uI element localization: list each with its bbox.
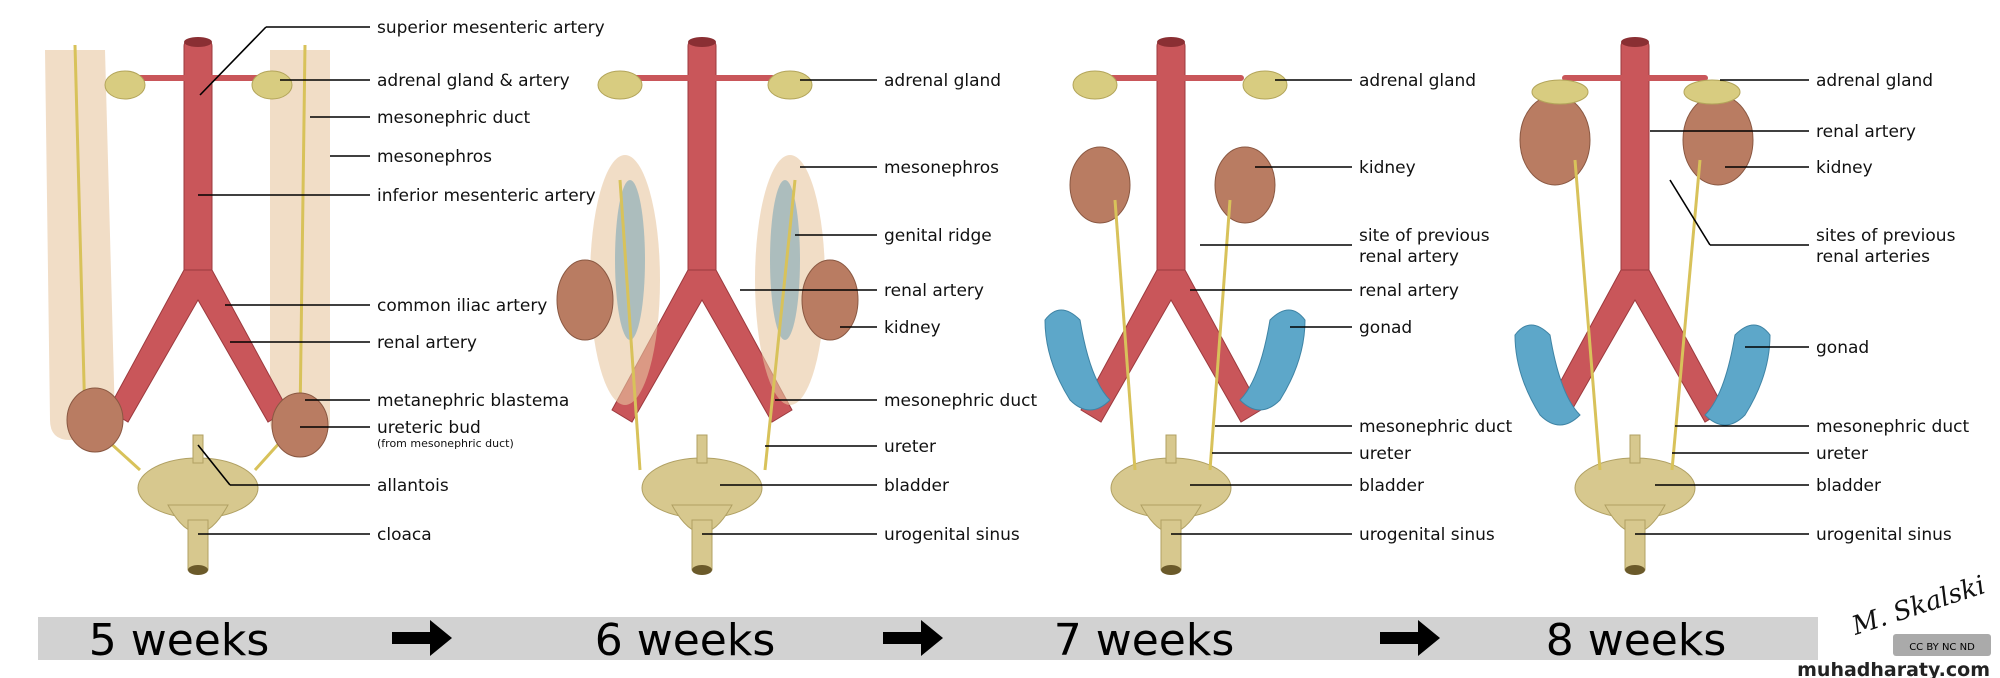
week-label: 8 weeks (1546, 615, 1727, 666)
label: metanephric blastema (377, 391, 569, 411)
label: ureter (1816, 444, 1868, 464)
label: adrenal gland (1816, 71, 1933, 91)
label: superior mesenteric artery (377, 18, 605, 38)
right-arrow-icon (392, 620, 452, 656)
labels-5-weeks: superior mesenteric artery adrenal gland… (377, 18, 605, 545)
label: ureter (884, 437, 936, 457)
site-watermark: muhadharaty.com (1797, 659, 1990, 678)
label: mesonephric duct (1359, 417, 1512, 437)
label: bladder (1816, 476, 1881, 496)
labels-6-weeks: adrenal gland mesonephros genital ridge … (884, 71, 1037, 545)
week-label: 7 weeks (1054, 615, 1235, 666)
label: gonad (1359, 318, 1412, 338)
label: ureter (1359, 444, 1411, 464)
label: gonad (1816, 338, 1869, 358)
label: genital ridge (884, 226, 992, 246)
leader-lines (197, 26, 1809, 535)
label: kidney (1816, 158, 1873, 178)
panel-8-weeks (1514, 37, 1771, 575)
label: ureteric bud (377, 418, 481, 438)
label: urogenital sinus (1359, 525, 1495, 545)
label: urogenital sinus (1816, 525, 1952, 545)
label: adrenal gland (884, 71, 1001, 91)
label: mesonephric duct (1816, 417, 1969, 437)
label-note: (from mesonephric duct) (377, 437, 514, 450)
week-label: 6 weeks (595, 615, 776, 666)
right-arrow-icon (883, 620, 943, 656)
label: renal artery (377, 333, 477, 353)
label: bladder (1359, 476, 1424, 496)
right-arrow-icon (1380, 620, 1440, 656)
label: inferior mesenteric artery (377, 186, 596, 206)
label: renal arteries (1816, 247, 1930, 267)
label: kidney (1359, 158, 1416, 178)
label: adrenal gland & artery (377, 71, 570, 91)
label: cloaca (377, 525, 432, 545)
label: mesonephros (884, 158, 999, 178)
timeline-bar: 5 weeks 6 weeks 7 weeks 8 weeks (38, 615, 1818, 666)
panel-6-weeks (556, 37, 859, 575)
labels-7-weeks: adrenal gland kidney site of previous re… (1359, 71, 1512, 545)
cc-license-badge (1893, 634, 1991, 656)
label: adrenal gland (1359, 71, 1476, 91)
label: mesonephros (377, 147, 492, 167)
label: sites of previous (1816, 226, 1956, 246)
label: common iliac artery (377, 296, 547, 316)
labels-8-weeks: adrenal gland renal artery kidney sites … (1816, 71, 1969, 545)
label: renal artery (1359, 281, 1459, 301)
label: mesonephric duct (884, 391, 1037, 411)
label: allantois (377, 476, 449, 496)
label: urogenital sinus (884, 525, 1020, 545)
author-signature: M. Skalski (1847, 570, 1988, 641)
label: renal artery (1816, 122, 1916, 142)
panel-5-weeks (45, 37, 330, 575)
label: kidney (884, 318, 941, 338)
week-label: 5 weeks (89, 615, 270, 666)
label: renal artery (1359, 247, 1459, 267)
panel-7-weeks (1044, 37, 1306, 575)
cc-license-text: CC BY NC ND (1909, 642, 1975, 653)
label: mesonephric duct (377, 108, 530, 128)
label: bladder (884, 476, 949, 496)
label: renal artery (884, 281, 984, 301)
label: site of previous (1359, 226, 1490, 246)
author-credit: M. Skalski CC BY NC ND muhadharaty.com (1797, 570, 1991, 678)
